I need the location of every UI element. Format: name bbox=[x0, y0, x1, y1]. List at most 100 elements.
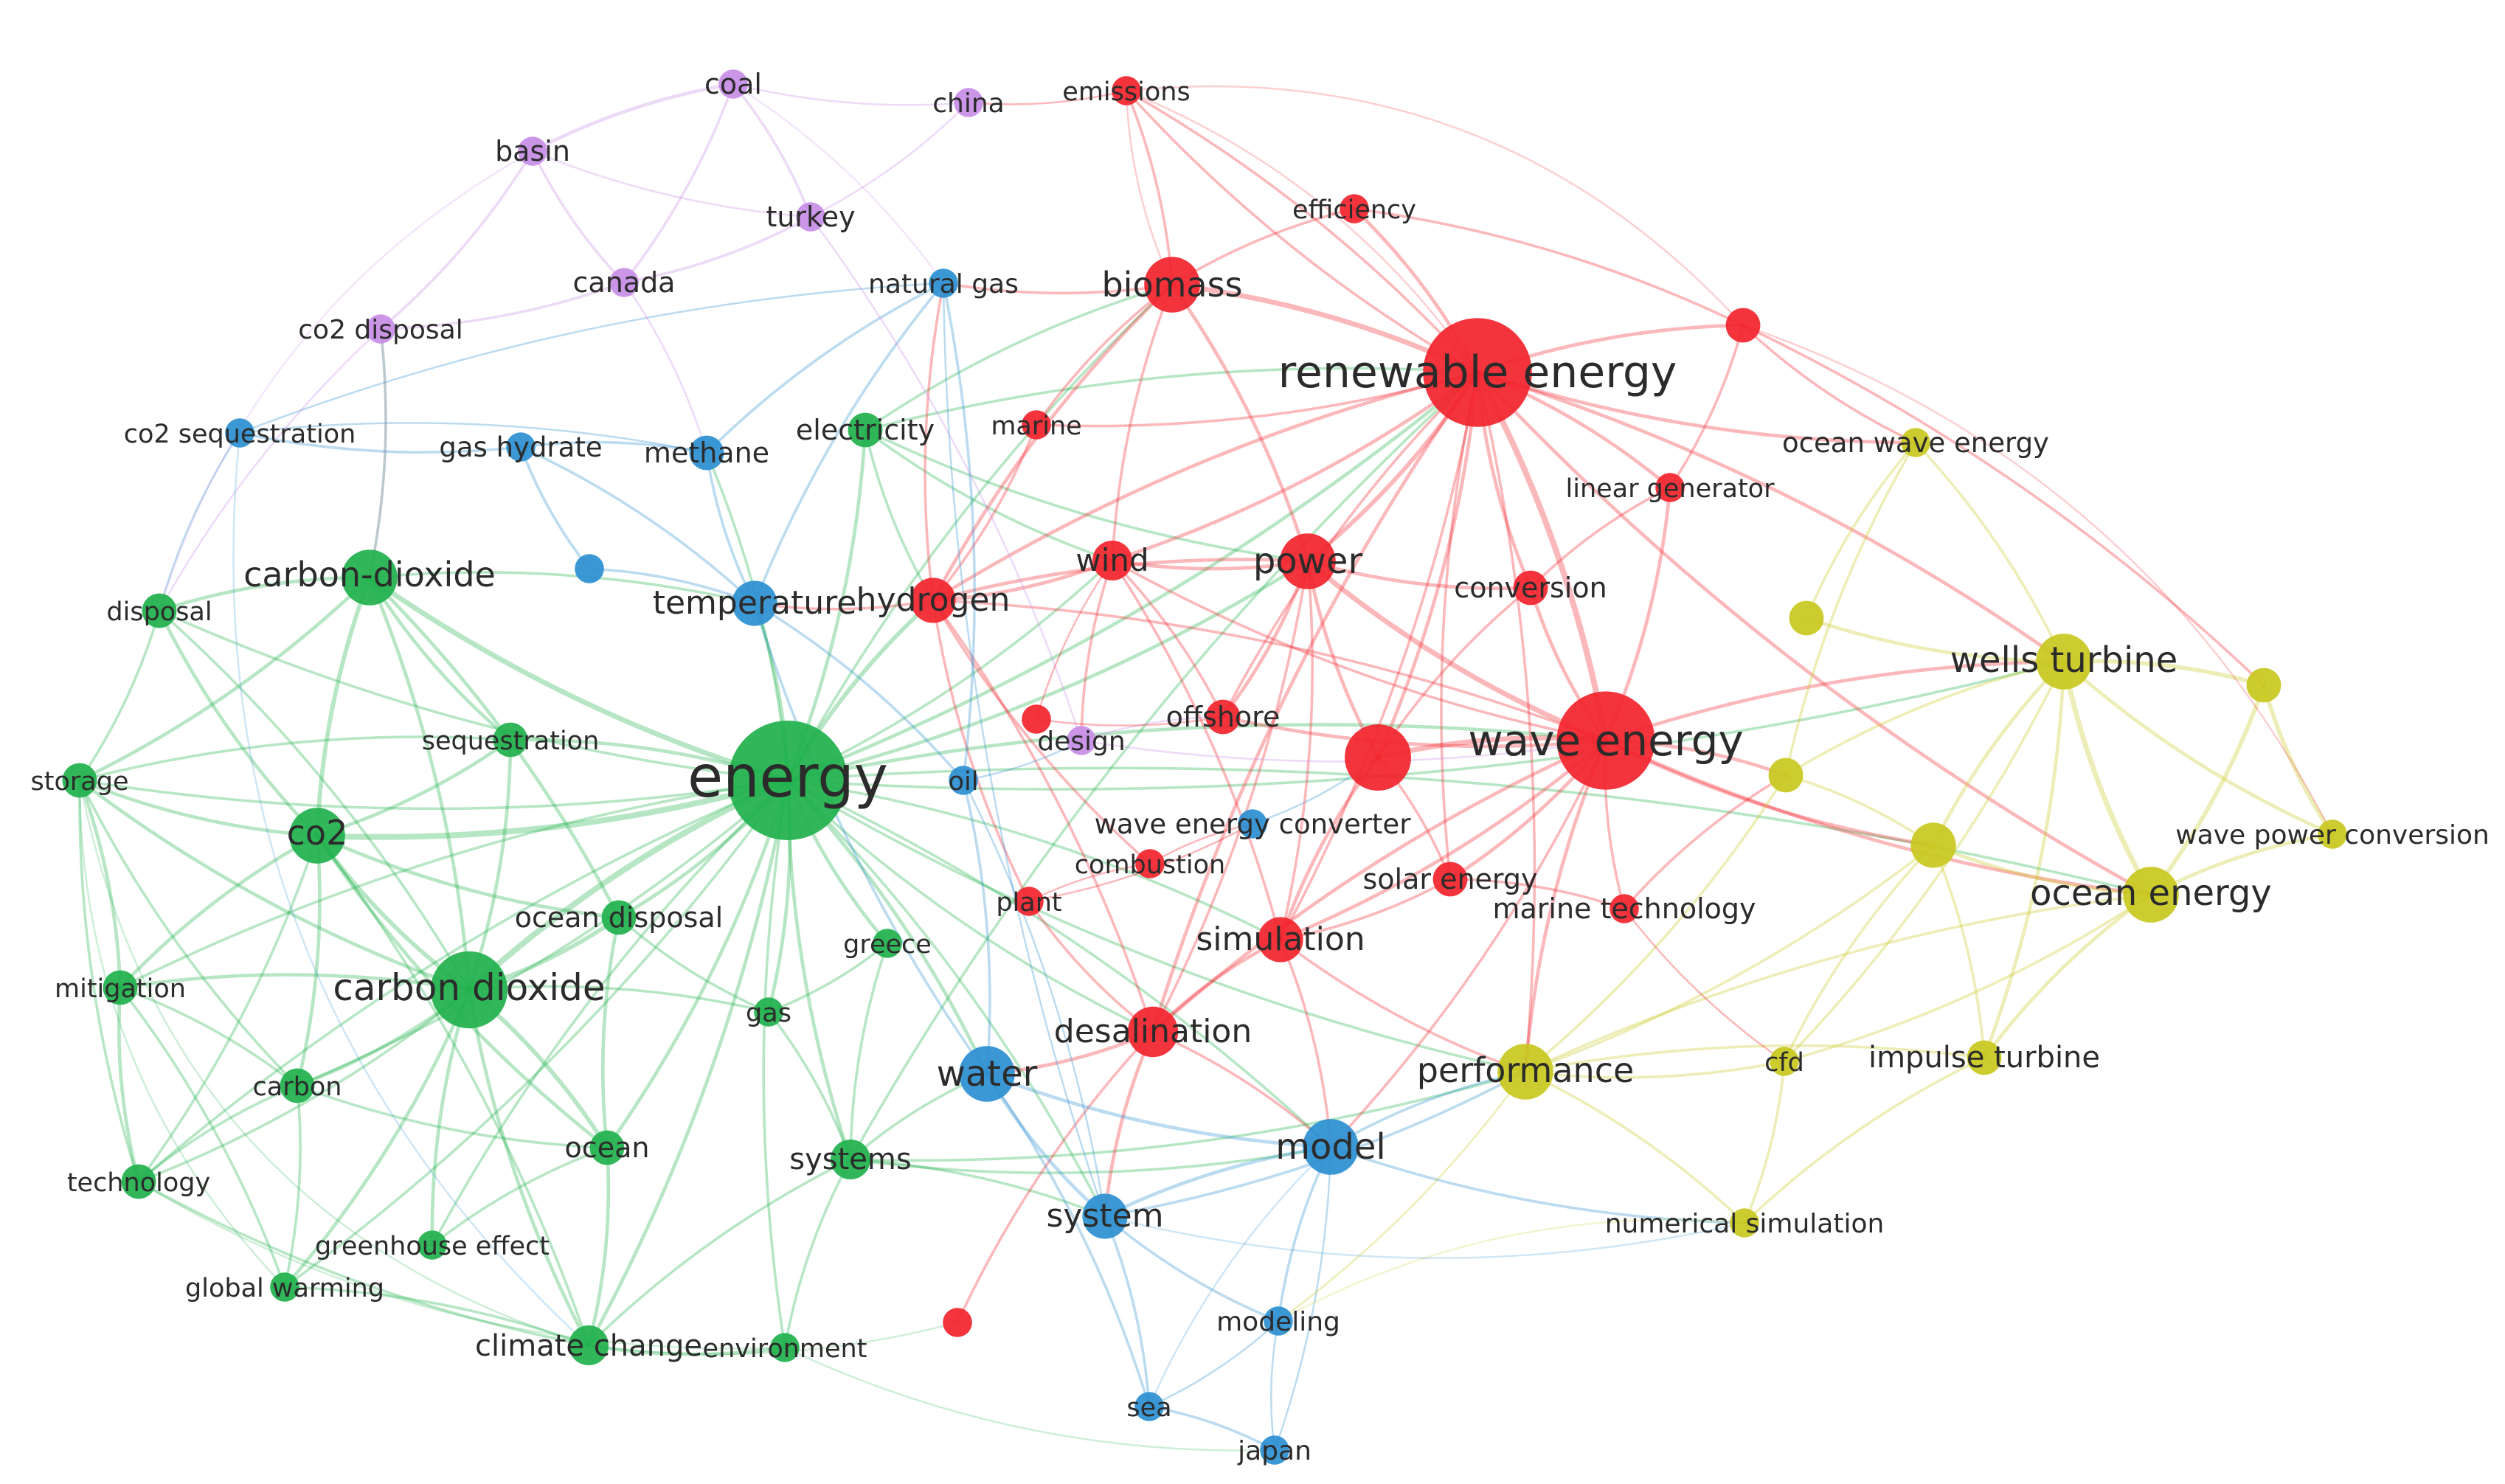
edge bbox=[1151, 370, 1480, 1034]
node-label-canada: canada bbox=[573, 266, 676, 299]
node-efficiency bbox=[1340, 194, 1369, 223]
node-marine bbox=[1022, 410, 1051, 440]
edge bbox=[864, 367, 1479, 431]
node-label-mitigation: mitigation bbox=[55, 974, 186, 1004]
node-label-wind: wind bbox=[1075, 542, 1148, 578]
edge bbox=[942, 282, 1106, 1218]
edge bbox=[77, 778, 122, 990]
edge bbox=[77, 778, 319, 838]
edge bbox=[1524, 1070, 1746, 1224]
node-label-power: power bbox=[1253, 541, 1363, 582]
edge bbox=[1170, 282, 1310, 564]
node-wave-power-conversion bbox=[2318, 819, 2347, 849]
edge bbox=[1126, 85, 1744, 326]
node-label-energy: energy bbox=[687, 744, 888, 811]
edge bbox=[519, 440, 708, 454]
node-desalination bbox=[1127, 1006, 1179, 1058]
node-label-performance: performance bbox=[1417, 1050, 1635, 1090]
node-label-disposal: disposal bbox=[106, 597, 212, 627]
edge bbox=[1742, 324, 2265, 687]
node-sequestration bbox=[493, 722, 528, 757]
node-label-china: china bbox=[932, 89, 1005, 119]
edge bbox=[1329, 739, 1607, 1148]
edge bbox=[1111, 283, 1174, 562]
node-biomass bbox=[1144, 257, 1200, 313]
edge bbox=[283, 1286, 590, 1347]
node-label-coal: coal bbox=[704, 68, 762, 100]
node-climate-change bbox=[569, 1325, 609, 1365]
edge bbox=[2061, 659, 2154, 898]
edge bbox=[1222, 371, 1479, 718]
edge bbox=[119, 986, 286, 1289]
edge bbox=[158, 150, 533, 611]
node-label-combustion: combustion bbox=[1075, 850, 1225, 880]
node-label-carbon-dioxide: carbon-dioxide bbox=[243, 555, 496, 594]
node-label-carbon: carbon bbox=[253, 1072, 342, 1102]
edge bbox=[137, 779, 789, 1183]
edge bbox=[1104, 1215, 1745, 1259]
edge bbox=[587, 1158, 852, 1347]
edge bbox=[942, 282, 976, 782]
edge bbox=[932, 599, 1151, 865]
edge bbox=[1475, 370, 1918, 445]
node-label-offshore: offshore bbox=[1166, 701, 1281, 733]
edge bbox=[1148, 1146, 1331, 1407]
edge bbox=[2262, 683, 2335, 836]
edge bbox=[368, 327, 387, 579]
edge bbox=[786, 723, 1608, 783]
edge bbox=[1475, 370, 1609, 743]
node-label-impulse-turbine: impulse turbine bbox=[1868, 1041, 2100, 1075]
node-label-greenhouse-effect: greenhouse effect bbox=[315, 1232, 550, 1261]
edge bbox=[232, 432, 589, 1346]
edge bbox=[1524, 844, 1935, 1073]
node-label-wave-power-conversion: wave power conversion bbox=[2175, 820, 2490, 850]
edge bbox=[1524, 893, 2152, 1073]
node-label-renewable-energy: renewable energy bbox=[1278, 347, 1677, 398]
edge bbox=[158, 327, 382, 612]
node-performance bbox=[1497, 1044, 1553, 1100]
node-numerical-simulation bbox=[1730, 1208, 1759, 1238]
edge bbox=[315, 575, 372, 838]
node-label-wave-energy: wave energy bbox=[1468, 715, 1744, 766]
edge bbox=[1743, 1060, 1786, 1224]
node-label-storage: storage bbox=[31, 767, 129, 797]
edge bbox=[783, 1158, 852, 1349]
edge bbox=[1111, 559, 1607, 742]
edge bbox=[705, 282, 945, 454]
node-solar-energy bbox=[1432, 861, 1468, 897]
node-japan bbox=[1260, 1435, 1289, 1465]
edge bbox=[1279, 938, 1332, 1148]
node-methane bbox=[689, 435, 724, 471]
node-blue-unlabeled-1 bbox=[575, 554, 604, 583]
edge bbox=[1273, 1145, 1332, 1452]
edge bbox=[956, 1030, 1154, 1324]
node-label-carbon-dioxide: carbon dioxide bbox=[333, 966, 605, 1009]
edge bbox=[1604, 738, 2153, 897]
edge bbox=[586, 1145, 611, 1348]
edge bbox=[1148, 1405, 1276, 1452]
node-conversion bbox=[1513, 570, 1548, 606]
node-disposal bbox=[142, 593, 177, 628]
edge bbox=[137, 1084, 299, 1183]
edge bbox=[117, 985, 141, 1184]
edge bbox=[1278, 738, 1608, 942]
edge bbox=[1784, 441, 1917, 777]
edge bbox=[1805, 441, 1917, 620]
edge bbox=[238, 422, 708, 454]
node-label-modeling: modeling bbox=[1216, 1307, 1340, 1337]
node-label-ocean-wave-energy: ocean wave energy bbox=[1782, 427, 2049, 459]
node-wind bbox=[1092, 541, 1132, 580]
edge bbox=[158, 609, 471, 991]
node-label-efficiency: efficiency bbox=[1292, 195, 1416, 225]
edge bbox=[600, 915, 621, 1150]
node-label-cfd: cfd bbox=[1764, 1048, 1804, 1078]
edge bbox=[1270, 1320, 1280, 1452]
node-basin bbox=[518, 136, 547, 166]
node-label-design: design bbox=[1037, 727, 1125, 757]
edge bbox=[786, 660, 2065, 791]
edge bbox=[1784, 660, 2065, 777]
edge bbox=[1103, 1215, 1280, 1322]
node-label-greece: greece bbox=[843, 930, 932, 960]
node-combustion bbox=[1135, 849, 1165, 878]
node-label-conversion: conversion bbox=[1454, 572, 1607, 604]
